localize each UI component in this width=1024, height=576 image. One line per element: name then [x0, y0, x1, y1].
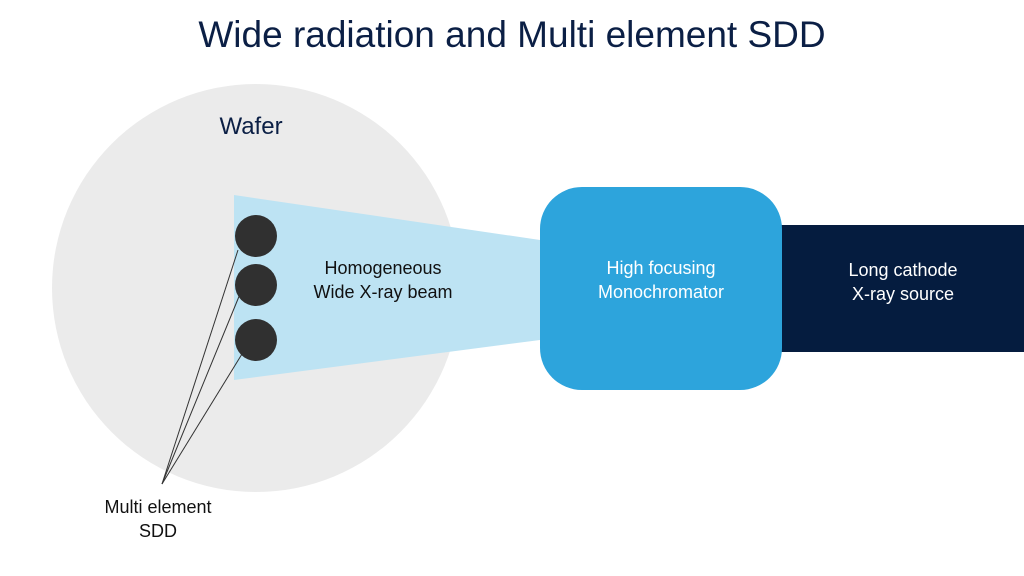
detector-element-3 — [235, 319, 277, 361]
monochromator-label-line2: Monochromator — [598, 282, 724, 302]
xray-source — [774, 225, 1024, 352]
detector-element-2 — [235, 264, 277, 306]
source-label-line1: Long cathode — [848, 260, 957, 280]
detector-leader-line-1 — [161, 249, 239, 485]
xray-beam — [234, 195, 540, 380]
beam-label-line2: Wide X-ray beam — [313, 282, 452, 302]
detector-label-line2: SDD — [139, 521, 177, 541]
beam-label-line1: Homogeneous — [324, 258, 441, 278]
detector-element-1 — [235, 215, 277, 257]
detector-leader-line-2 — [161, 293, 241, 485]
monochromator — [540, 187, 782, 390]
source-label-line2: X-ray source — [852, 284, 954, 304]
wafer-label: Wafer — [219, 113, 282, 140]
diagram-title: Wide radiation and Multi element SDD — [198, 14, 825, 55]
detector-leader-line-3 — [161, 353, 243, 485]
monochromator-label-line1: High focusing — [606, 258, 715, 278]
detector-label-line1: Multi element — [104, 497, 211, 517]
